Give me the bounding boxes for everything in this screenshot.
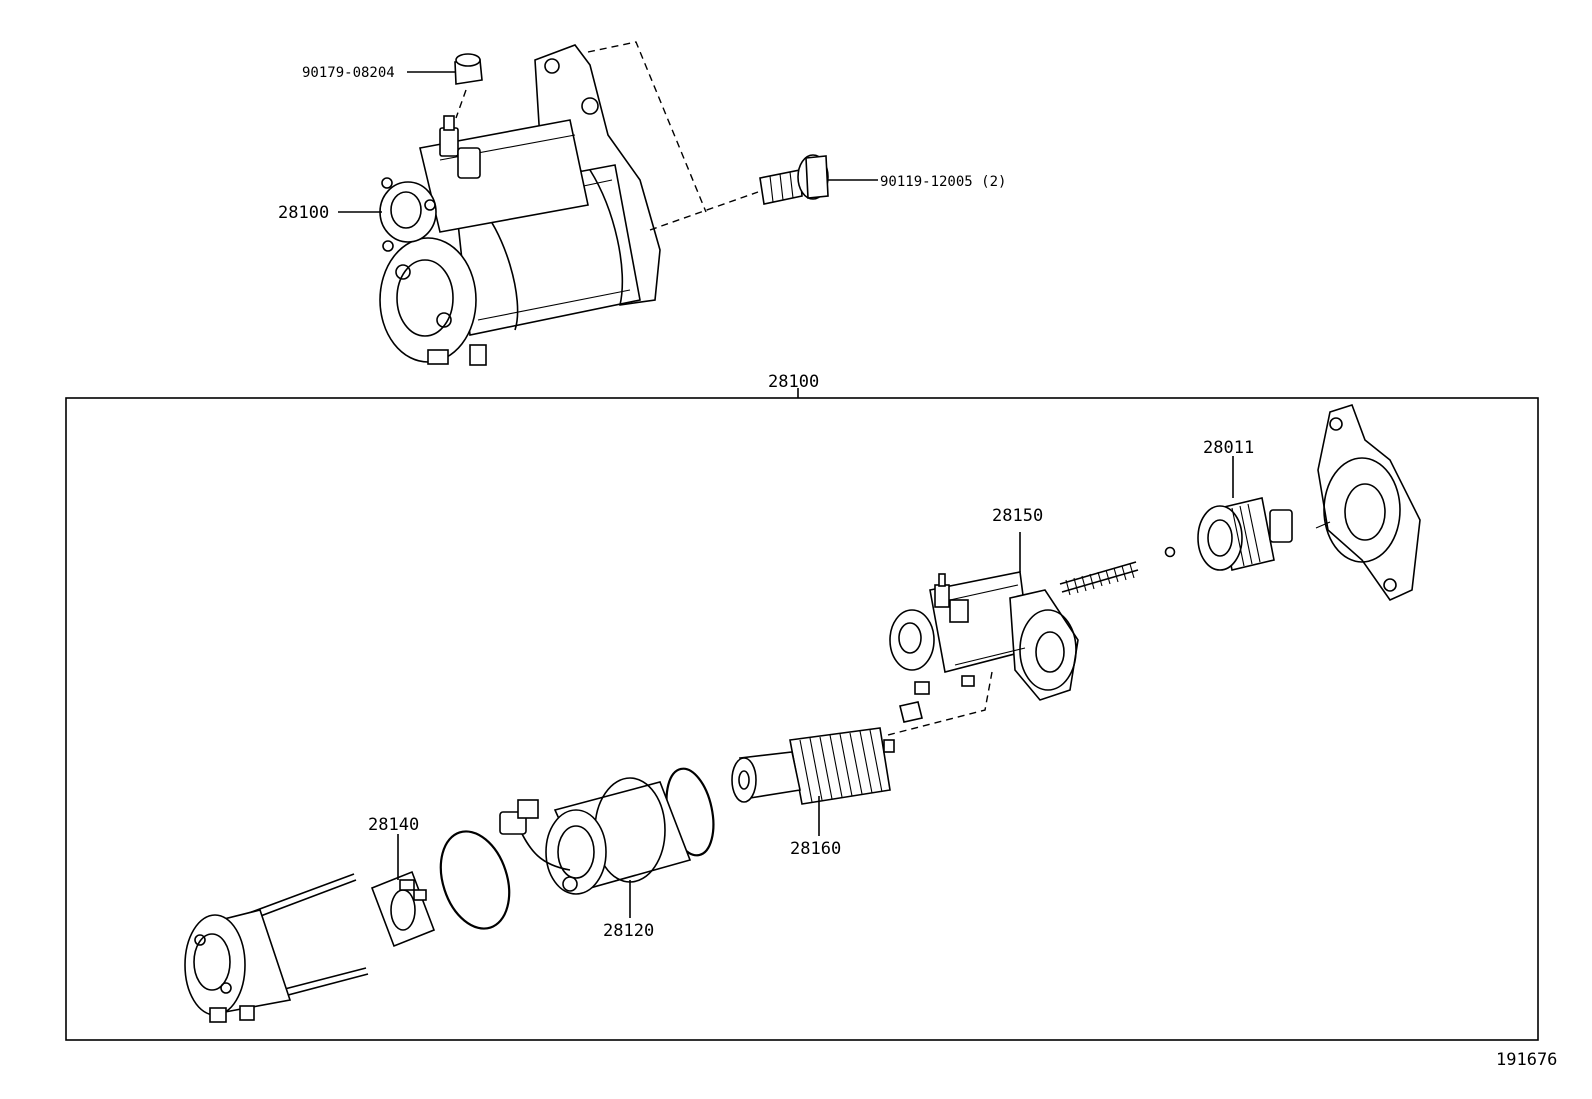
- o-ring-small: [439, 830, 511, 930]
- label-cap-nut: 90179-08204: [302, 65, 395, 81]
- label-armature: 28160: [790, 839, 841, 859]
- drive-housing-illustration: [1315, 404, 1421, 602]
- brush-holder-illustration: [370, 870, 436, 948]
- figure-id: 191676: [1496, 1050, 1557, 1070]
- label-clutch-pinion: 28011: [1203, 438, 1254, 458]
- return-spring-illustration: [1059, 561, 1139, 596]
- label-starter-assy-group: 28100: [768, 372, 819, 392]
- end-frame-illustration: [184, 873, 369, 1023]
- label-bolt: 90119-12005 (2): [880, 174, 1006, 190]
- assembly-group-box: [65, 397, 1539, 1041]
- starter-assembly-illustration: [379, 44, 829, 366]
- label-brush-holder: 28140: [368, 815, 419, 835]
- clutch-pinion-illustration: [1197, 497, 1293, 571]
- armature-illustration: [731, 727, 895, 805]
- steel-ball: [1164, 546, 1176, 558]
- label-magnetic-switch: 28150: [992, 506, 1043, 526]
- label-starter-assy-top: 28100: [278, 203, 329, 223]
- terminal-nut: [899, 701, 923, 723]
- label-yoke: 28120: [603, 921, 654, 941]
- yoke-illustration: [499, 777, 692, 895]
- magnetic-switch-illustration: [889, 571, 1079, 701]
